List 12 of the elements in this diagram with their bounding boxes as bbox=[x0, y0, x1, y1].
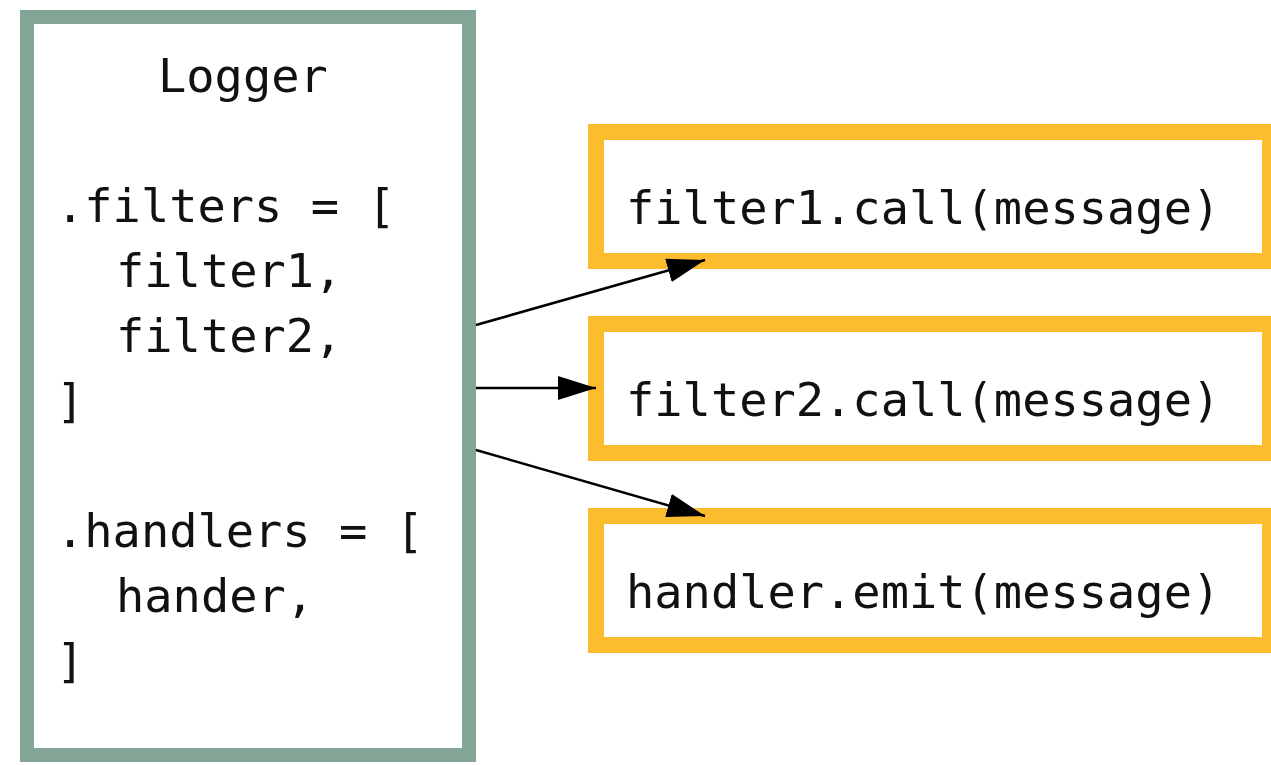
code-line: ] bbox=[56, 377, 85, 424]
method-box bbox=[588, 316, 1271, 461]
method-box bbox=[588, 124, 1271, 269]
code-line: ] bbox=[56, 637, 85, 684]
code-line: filter2, bbox=[116, 312, 343, 359]
code-line: .handlers = [ bbox=[56, 507, 424, 554]
code-line: .filters = [ bbox=[56, 182, 396, 229]
method-box bbox=[588, 508, 1271, 653]
code-line: filter1, bbox=[116, 247, 343, 294]
arrow bbox=[476, 376, 596, 400]
code-line: hander, bbox=[116, 572, 315, 619]
class-box bbox=[20, 10, 476, 762]
